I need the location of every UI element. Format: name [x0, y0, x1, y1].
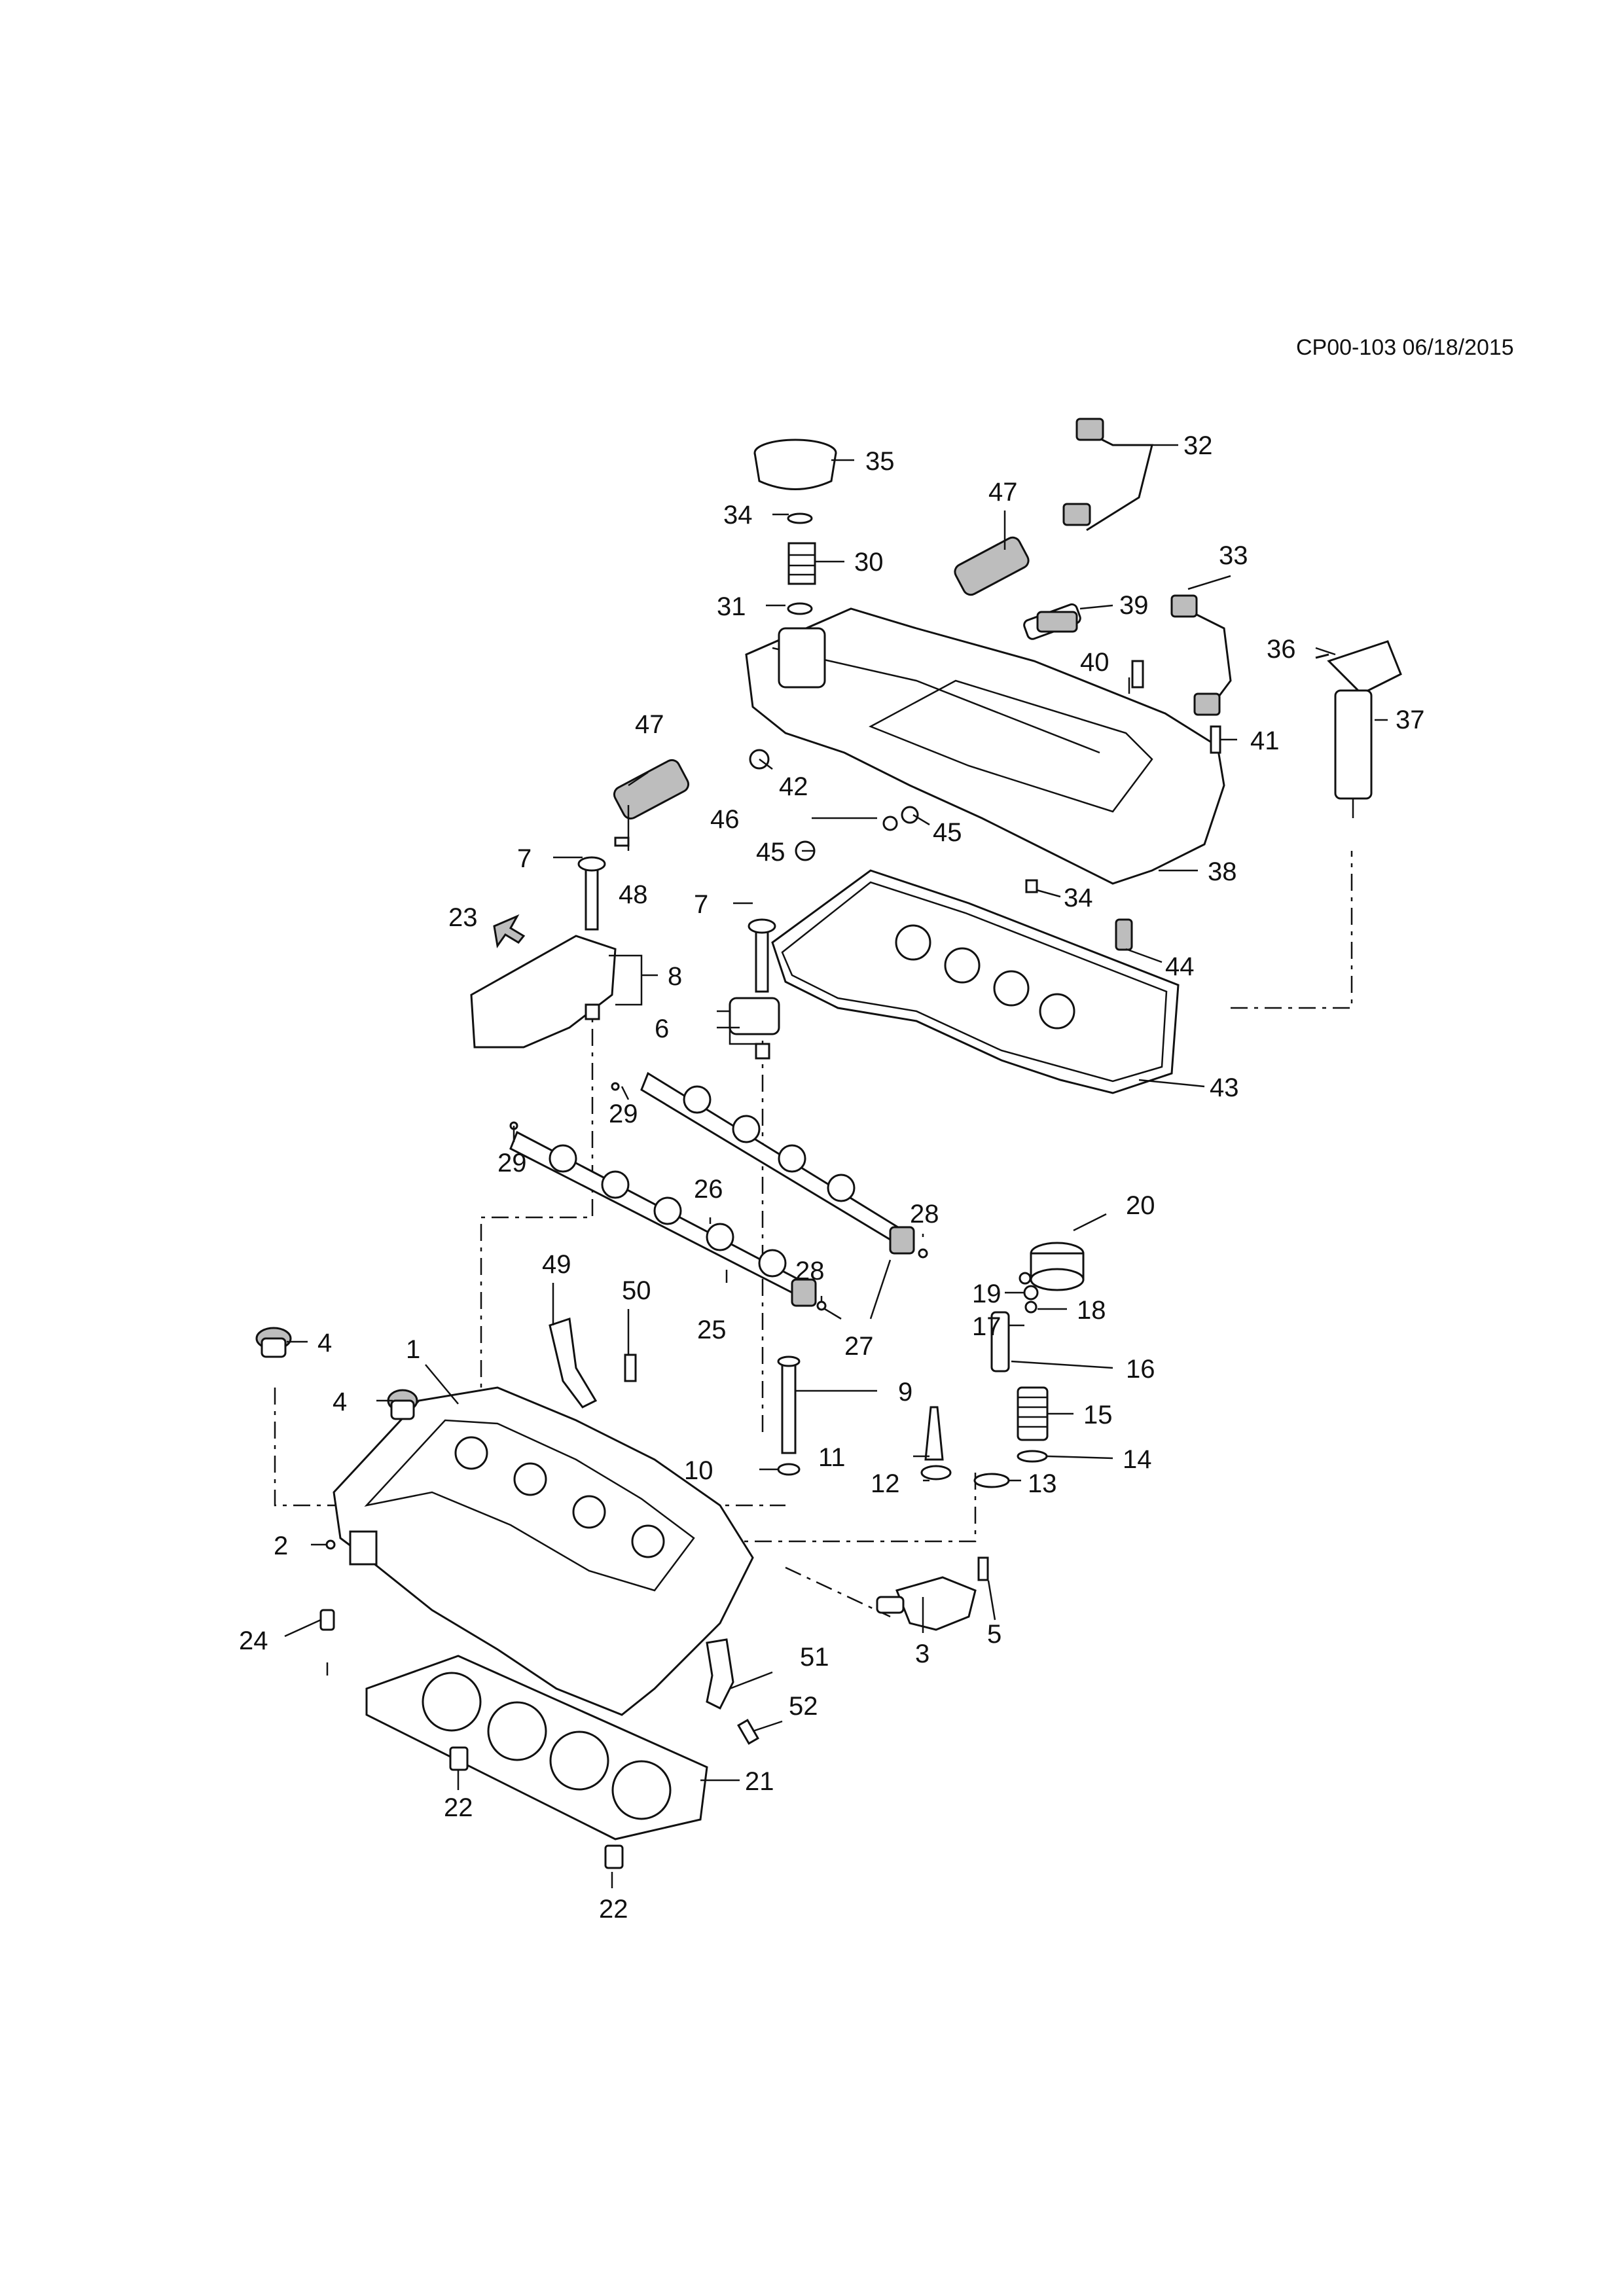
callout-14: 14 [1123, 1445, 1152, 1474]
callout-7-right: 7 [694, 890, 708, 919]
valve-cover-gasket [771, 869, 1180, 1094]
callout-3: 3 [915, 1640, 929, 1668]
callout-1: 1 [406, 1335, 420, 1364]
callout-19: 19 [972, 1280, 1001, 1308]
callout-47-top: 47 [988, 478, 1018, 507]
callout-44: 44 [1165, 952, 1195, 981]
cylinder-head [325, 1386, 754, 1716]
callout-21: 21 [745, 1767, 774, 1796]
callout-12: 12 [871, 1469, 900, 1498]
camshafts [509, 1071, 928, 1311]
callout-4-mid: 4 [333, 1388, 347, 1416]
callout-4-top: 4 [317, 1329, 332, 1357]
callout-28-right: 28 [910, 1200, 939, 1229]
callout-15: 15 [1083, 1401, 1113, 1429]
part-callouts: 35 34 30 31 32 47 33 39 40 36 37 41 42 4… [239, 431, 1425, 1924]
callout-52: 52 [789, 1692, 818, 1721]
callout-36: 36 [1267, 635, 1296, 664]
callout-46: 46 [710, 805, 740, 834]
callout-27: 27 [844, 1332, 874, 1361]
callout-39: 39 [1119, 591, 1149, 620]
diagram-reference-code: CP00-103 06/18/2015 [1296, 335, 1514, 360]
callout-34-top: 34 [723, 501, 753, 529]
callout-35: 35 [865, 447, 895, 476]
callout-20: 20 [1126, 1191, 1155, 1220]
callout-23: 23 [448, 903, 478, 932]
oil-filler-cap-group [753, 439, 837, 615]
callout-11: 11 [818, 1443, 846, 1472]
callout-45-left: 45 [756, 838, 785, 867]
ignition-coil [1315, 640, 1402, 818]
callout-37: 37 [1396, 706, 1425, 734]
callout-5: 5 [987, 1620, 1001, 1649]
callout-33: 33 [1219, 541, 1248, 570]
callout-29-right: 29 [609, 1100, 638, 1128]
callout-25: 25 [697, 1316, 727, 1344]
callout-7-left: 7 [517, 844, 532, 873]
callout-32: 32 [1183, 431, 1213, 460]
callout-9: 9 [898, 1378, 912, 1407]
callout-49: 49 [542, 1250, 571, 1279]
callout-10: 10 [684, 1456, 713, 1485]
callout-8: 8 [668, 962, 682, 991]
callout-31: 31 [717, 592, 746, 621]
top-small-parts [614, 611, 1221, 951]
cylinder-head-gasket [319, 1609, 708, 1869]
callout-40: 40 [1080, 648, 1110, 677]
valve-train-parts [777, 1242, 1085, 1488]
callout-18: 18 [1077, 1296, 1106, 1325]
lifting-brackets [549, 1318, 759, 1745]
callout-45-right: 45 [933, 818, 962, 847]
callout-34-bottom: 34 [1064, 884, 1093, 912]
callout-17: 17 [972, 1312, 1001, 1341]
callout-51: 51 [800, 1643, 829, 1672]
callout-43: 43 [1210, 1073, 1239, 1102]
callout-41: 41 [1250, 726, 1280, 755]
leader-lines [284, 444, 1388, 1888]
callout-2: 2 [274, 1532, 288, 1560]
callout-24: 24 [239, 1626, 268, 1655]
callout-13: 13 [1028, 1469, 1057, 1498]
expansion-plugs [255, 1327, 418, 1420]
camshaft-position-sensor [876, 1556, 989, 1631]
valve-cover [745, 607, 1225, 885]
callout-28-left: 28 [795, 1257, 825, 1285]
callout-22-upper: 22 [444, 1793, 473, 1822]
callout-22-lower: 22 [599, 1895, 628, 1924]
callout-50: 50 [622, 1276, 651, 1305]
callout-16: 16 [1126, 1355, 1155, 1384]
callout-38: 38 [1208, 857, 1237, 886]
callout-30: 30 [854, 548, 884, 577]
callout-6: 6 [655, 1014, 669, 1043]
wiring-harness [1062, 418, 1232, 716]
callout-47-left: 47 [635, 710, 664, 739]
callout-26: 26 [694, 1175, 723, 1204]
direction-arrow-icon [493, 914, 526, 948]
callout-42: 42 [779, 772, 808, 801]
callout-48: 48 [619, 880, 648, 909]
callout-29-left: 29 [497, 1149, 527, 1177]
